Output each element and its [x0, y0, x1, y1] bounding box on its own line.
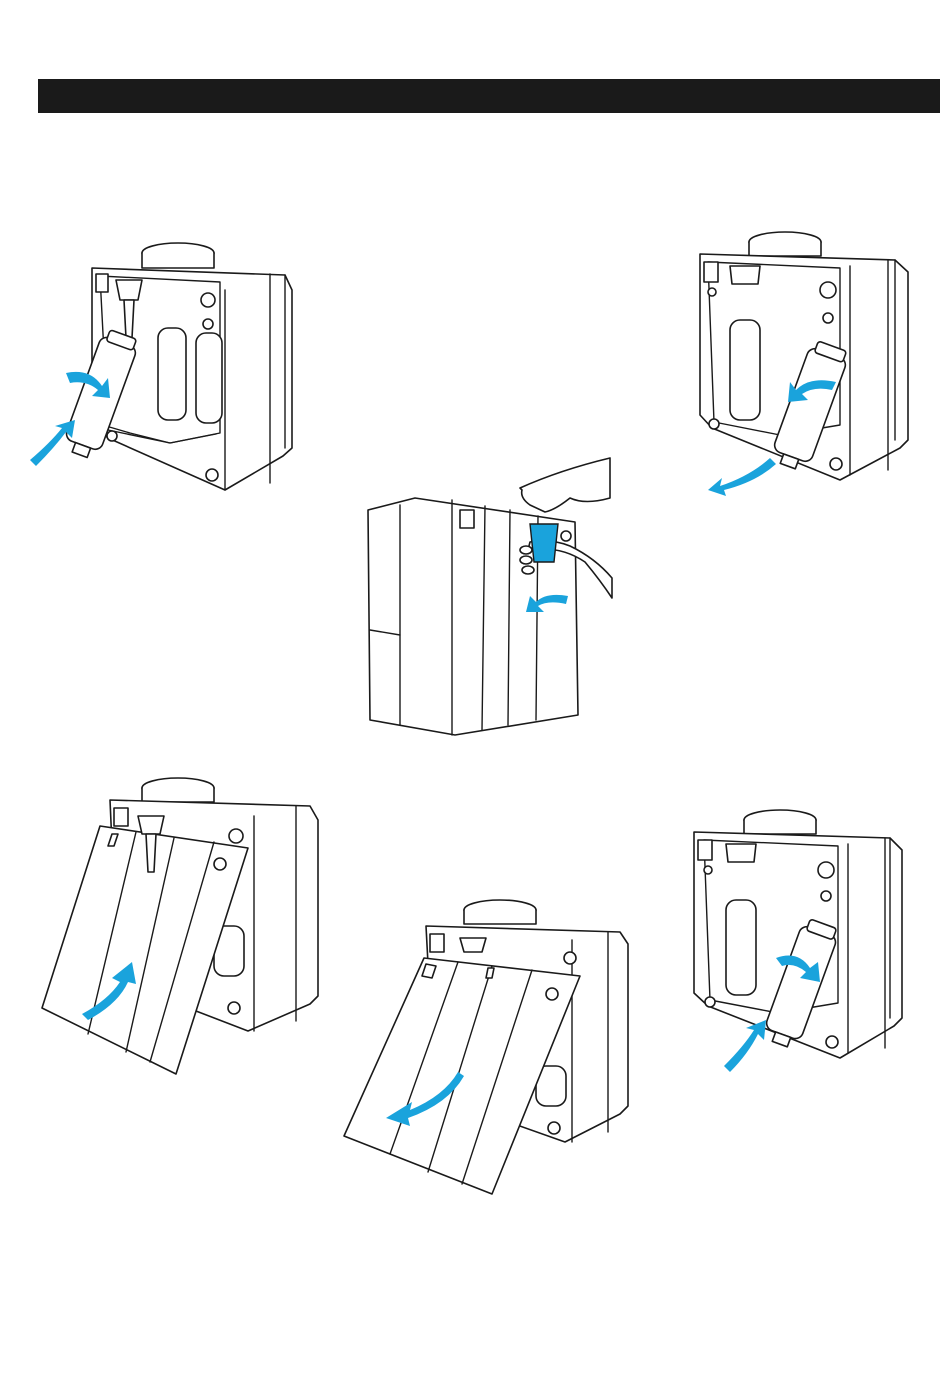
remove-filter-illustration — [20, 238, 310, 498]
close-cover-illustration — [38, 776, 328, 1076]
twist-filter-illustration — [690, 808, 920, 1078]
open-cover-illustration — [340, 896, 640, 1196]
header-bar — [38, 79, 940, 113]
insert-filter-illustration — [690, 230, 920, 500]
hand-filling-cup-illustration — [360, 450, 620, 740]
